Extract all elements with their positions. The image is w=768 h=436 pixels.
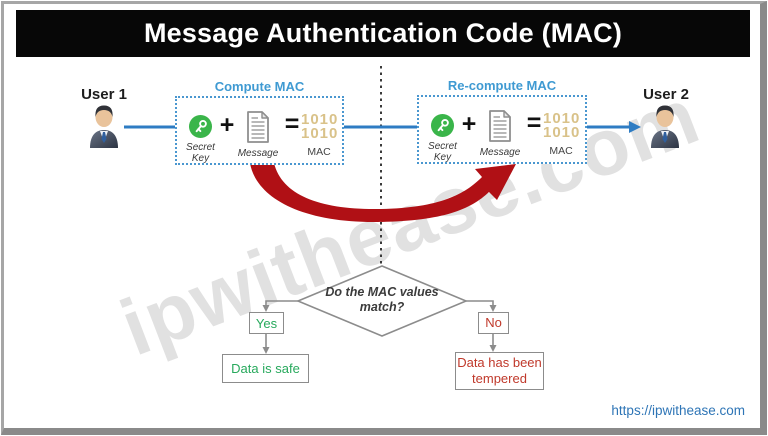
user1-avatar [86, 102, 122, 155]
document-icon [487, 109, 513, 148]
mac-binary-line2: 1010 [301, 125, 339, 142]
arrowhead-tempered [489, 345, 497, 352]
mac-binary-line1: 1010 [543, 110, 581, 127]
compute-mac-label: Compute MAC [214, 79, 305, 94]
yes-label: Yes [255, 315, 278, 331]
mac-binary-value: 1010 1010 [543, 110, 581, 141]
mac-binary-value: 1010 1010 [301, 111, 339, 142]
no-label: No [485, 315, 502, 330]
user-avatar-icon [651, 105, 679, 148]
decision-diamond [295, 265, 469, 337]
plus-sign: + [219, 111, 235, 139]
user1-label: User 1 [81, 86, 127, 103]
recompute-mac-box: Secret Key + Message = 1010 1010 MAC [417, 95, 587, 164]
message-label: Message [237, 148, 279, 159]
mac-label: MAC [307, 146, 331, 158]
compute-mac-box: Secret Key + Message = 1010 1010 MAC [175, 96, 344, 165]
equals-sign: = [526, 109, 542, 137]
arrowhead-yes [262, 305, 270, 312]
yes-box: Yes [249, 312, 284, 334]
recompute-mac-label: Re-compute MAC [447, 78, 557, 93]
red-curved-arrow [250, 163, 516, 223]
user2-avatar [647, 102, 683, 155]
arrowhead-to-user2 [629, 121, 641, 133]
data-safe-label: Data is safe [231, 361, 300, 376]
key-icon [189, 115, 212, 143]
mac-binary-line1: 1010 [301, 111, 339, 128]
arrowhead-safe [262, 347, 270, 354]
key-icon [431, 114, 454, 142]
no-box: No [478, 312, 509, 334]
page-title: Message Authentication Code (MAC) [16, 10, 750, 57]
connector-diamond-yes [265, 300, 298, 306]
data-tempered-label: Data has been tempered [457, 355, 542, 386]
message-label: Message [479, 147, 521, 158]
decision-question: Do the MAC values match? [325, 285, 439, 314]
data-tempered-box: Data has been tempered [455, 352, 544, 390]
data-safe-box: Data is safe [222, 354, 309, 383]
connector-diamond-no [466, 300, 494, 306]
arrowhead-no [489, 305, 497, 312]
user-avatar-icon [90, 105, 118, 148]
mac-binary-line2: 1010 [543, 124, 581, 141]
document-icon [245, 110, 271, 149]
mac-label: MAC [549, 145, 573, 157]
equals-sign: = [284, 110, 300, 138]
footer-url-link[interactable]: https://ipwithease.com [611, 403, 745, 418]
plus-sign: + [461, 110, 477, 138]
user2-label: User 2 [643, 86, 689, 103]
secret-key-label: Secret Key [428, 141, 457, 163]
secret-key-label: Secret Key [186, 142, 215, 164]
